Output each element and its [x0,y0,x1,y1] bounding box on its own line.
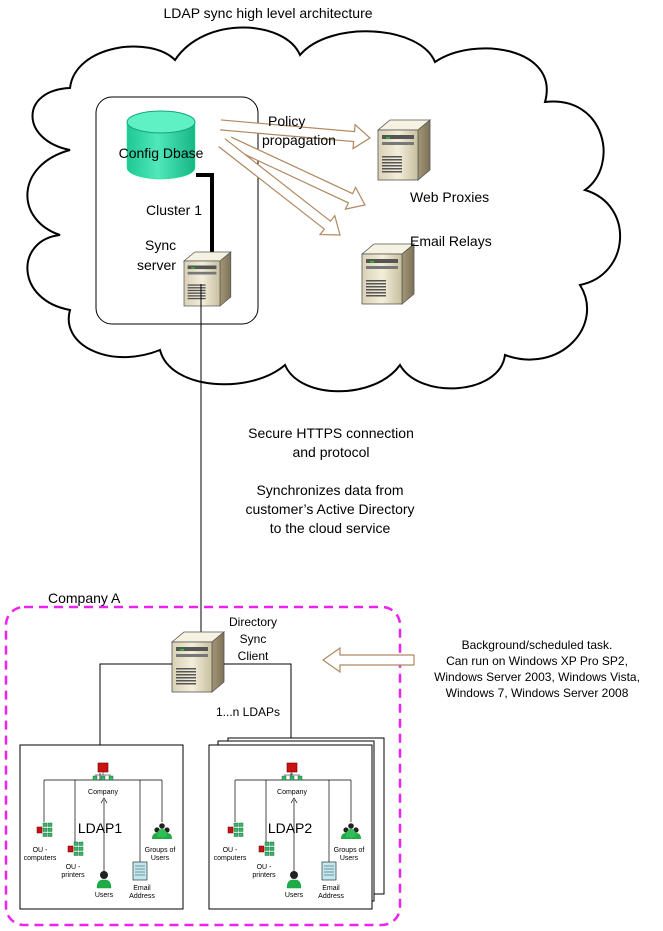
ldap2-email-label-1: Email [322,885,340,892]
note-line3: Windows Server 2003, Windows Vista, [434,670,640,684]
connection-text-line2: and protocol [292,444,369,460]
ldap1-users-label: Users [95,892,114,899]
policy-label-line1: Policy [268,113,305,129]
ldap2-users-label: Users [285,892,304,899]
ldap2-stack [208,737,385,910]
ldap1-company-label: Company [88,789,118,796]
ldap2-email-label-2: Address [318,893,344,900]
sync-server-label-line2: server [137,257,176,273]
ldap1-email-label-2: Address [129,893,155,900]
ldap2-ou-computers-label-2: computers [214,855,247,862]
connection-text-line4: customer’s Active Directory [245,501,414,517]
diagram-title: LDAP sync high level architecture [163,5,372,21]
ldap2-ou-computers-label-1: OU - [223,847,238,854]
sync-server-icon [183,251,232,307]
ldap1-title: LDAP1 [78,820,123,836]
ldap1-email-label-1: Email [133,885,151,892]
connection-text-line1: Secure HTTPS connection [248,425,414,441]
client-label-line2: Sync [240,632,267,646]
cluster-label: Cluster 1 [146,202,202,218]
ldap2-company-label: Company [277,789,307,796]
company-a-label: Company A [48,590,121,606]
client-ldap2-connector [224,663,292,766]
client-label-line3: Client [238,649,269,663]
ldap1-groups-label-2: Users [151,855,170,862]
cluster-box [95,96,259,325]
ldap1-ou-printers-label-1: OU - [66,864,81,871]
client-ldap1-connector [99,663,172,766]
ldap1-ou-printers-label-2: printers [61,872,85,879]
ldap2-groups-label-1: Groups of [334,847,365,854]
config-dbase-label: Config Dbase [119,145,204,161]
note-line2: Can run on Windows XP Pro SP2, [446,654,628,668]
ldap1-groups-label-1: Groups of [145,847,176,854]
db-sync-link [196,173,214,258]
ldap2-ou-printers-label-2: printers [252,872,276,879]
company-a-box [4,605,402,927]
policy-label-line2: propagation [262,132,336,148]
connection-text-line3: Synchronizes data from [256,482,403,498]
sync-server-label-line1: Sync [145,237,176,253]
ldap2-groups-label-2: Users [340,855,359,862]
client-label-line1: Directory [229,615,277,629]
email-relays-server-icon [361,243,415,305]
web-proxies-label: Web Proxies [410,189,489,205]
ldap1-ou-computers-label-2: computers [24,855,57,862]
note-line1: Background/scheduled task. [462,638,613,652]
background-task-arrow [321,646,415,674]
ldap1-ou-computers-label-1: OU - [33,847,48,854]
cloud-shape [26,26,621,393]
config-database-icon [126,110,196,180]
note-line4: Windows 7, Windows Server 2008 [446,686,629,700]
email-relays-label: Email Relays [410,233,492,249]
ldap2-email-icon [321,861,337,881]
web-proxies-server-icon [377,119,431,181]
directory-sync-client-icon [171,631,225,693]
ldaps-count-label: 1...n LDAPs [216,705,280,719]
ldap2-title: LDAP2 [268,820,313,836]
ldap2-ou-printers-label-1: OU - [257,864,272,871]
connection-text-line5: to the cloud service [270,520,391,536]
ldap1-email-icon [132,861,148,881]
